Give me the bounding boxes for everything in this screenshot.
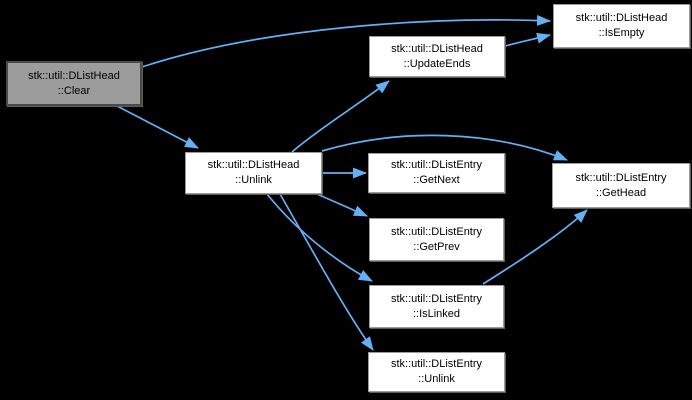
graph-node-dlistentry-getnext[interactable]: stk::util::DListEntry::GetNext <box>368 153 505 193</box>
graph-node-dlisthead-updateends[interactable]: stk::util::DListHead::UpdateEnds <box>369 36 505 77</box>
graph-node-dlisthead-unlink[interactable]: stk::util::DListHead::Unlink <box>185 152 322 194</box>
node-label-line2: ::GetNext <box>413 174 460 186</box>
graph-node-dlistentry-gethead[interactable]: stk::util::DListEntry::GetHead <box>552 163 690 208</box>
edge-dlistentry-islinked-to-dlistentry-gethead <box>482 209 588 285</box>
node-label-line2: ::UpdateEnds <box>403 57 471 70</box>
edge-dlisthead-unlink-to-dlisthead-updateends <box>291 80 390 153</box>
node-label-line1: stk::util::DListHead <box>207 159 300 171</box>
node-label-line2: ::Unlink <box>235 174 272 186</box>
node-label-line1: stk::util::DListHead <box>391 42 483 55</box>
edge-dlisthead-clear-to-dlisthead-isempty <box>141 14 551 68</box>
node-label-line1: stk::util::DListEntry <box>575 171 667 184</box>
node-label-line1: stk::util::DListEntry <box>390 225 483 238</box>
graph-node-dlistentry-unlink[interactable]: stk::util::DListEntry::Unlink <box>368 352 505 392</box>
edge-dlisthead-clear-to-dlisthead-unlink <box>116 105 199 149</box>
node-label-line2: ::GetPrev <box>413 240 460 253</box>
edge-dlisthead-updateends-to-dlisthead-isempty <box>504 32 551 47</box>
node-label-line1: stk::util::DListEntry <box>390 159 483 171</box>
edge-dlisthead-unlink-to-dlistentry-gethead <box>321 134 568 161</box>
edge-dlisthead-unlink-to-dlistentry-islinked <box>266 193 373 282</box>
node-label-line2: ::IsEmpty <box>598 27 645 39</box>
graph-node-dlistentry-getprev[interactable]: stk::util::DListEntry::GetPrev <box>369 218 504 261</box>
edge-dlisthead-unlink-to-dlistentry-getprev <box>316 193 368 217</box>
node-label-line1: stk::util::DListEntry <box>390 292 483 305</box>
node-label-line1: stk::util::DListEntry <box>390 358 483 370</box>
graph-node-dlisthead-isempty[interactable]: stk::util::DListHead::IsEmpty <box>553 4 690 48</box>
node-label-line2: ::IsLinked <box>412 307 461 320</box>
node-label-line1: stk::util::DListHead <box>28 69 120 82</box>
node-label-line2: ::Clear <box>57 84 91 97</box>
node-label-line1: stk::util::DListHead <box>575 12 668 24</box>
graph-node-dlistentry-islinked[interactable]: stk::util::DListEntry::IsLinked <box>369 285 504 328</box>
graph-node-dlisthead-clear: stk::util::DListHead::Clear <box>6 61 142 106</box>
node-label-line2: ::Unlink <box>418 373 455 385</box>
edge-dlisthead-unlink-to-dlistentry-unlink <box>279 193 374 351</box>
node-label-line2: ::GetHead <box>595 186 647 199</box>
